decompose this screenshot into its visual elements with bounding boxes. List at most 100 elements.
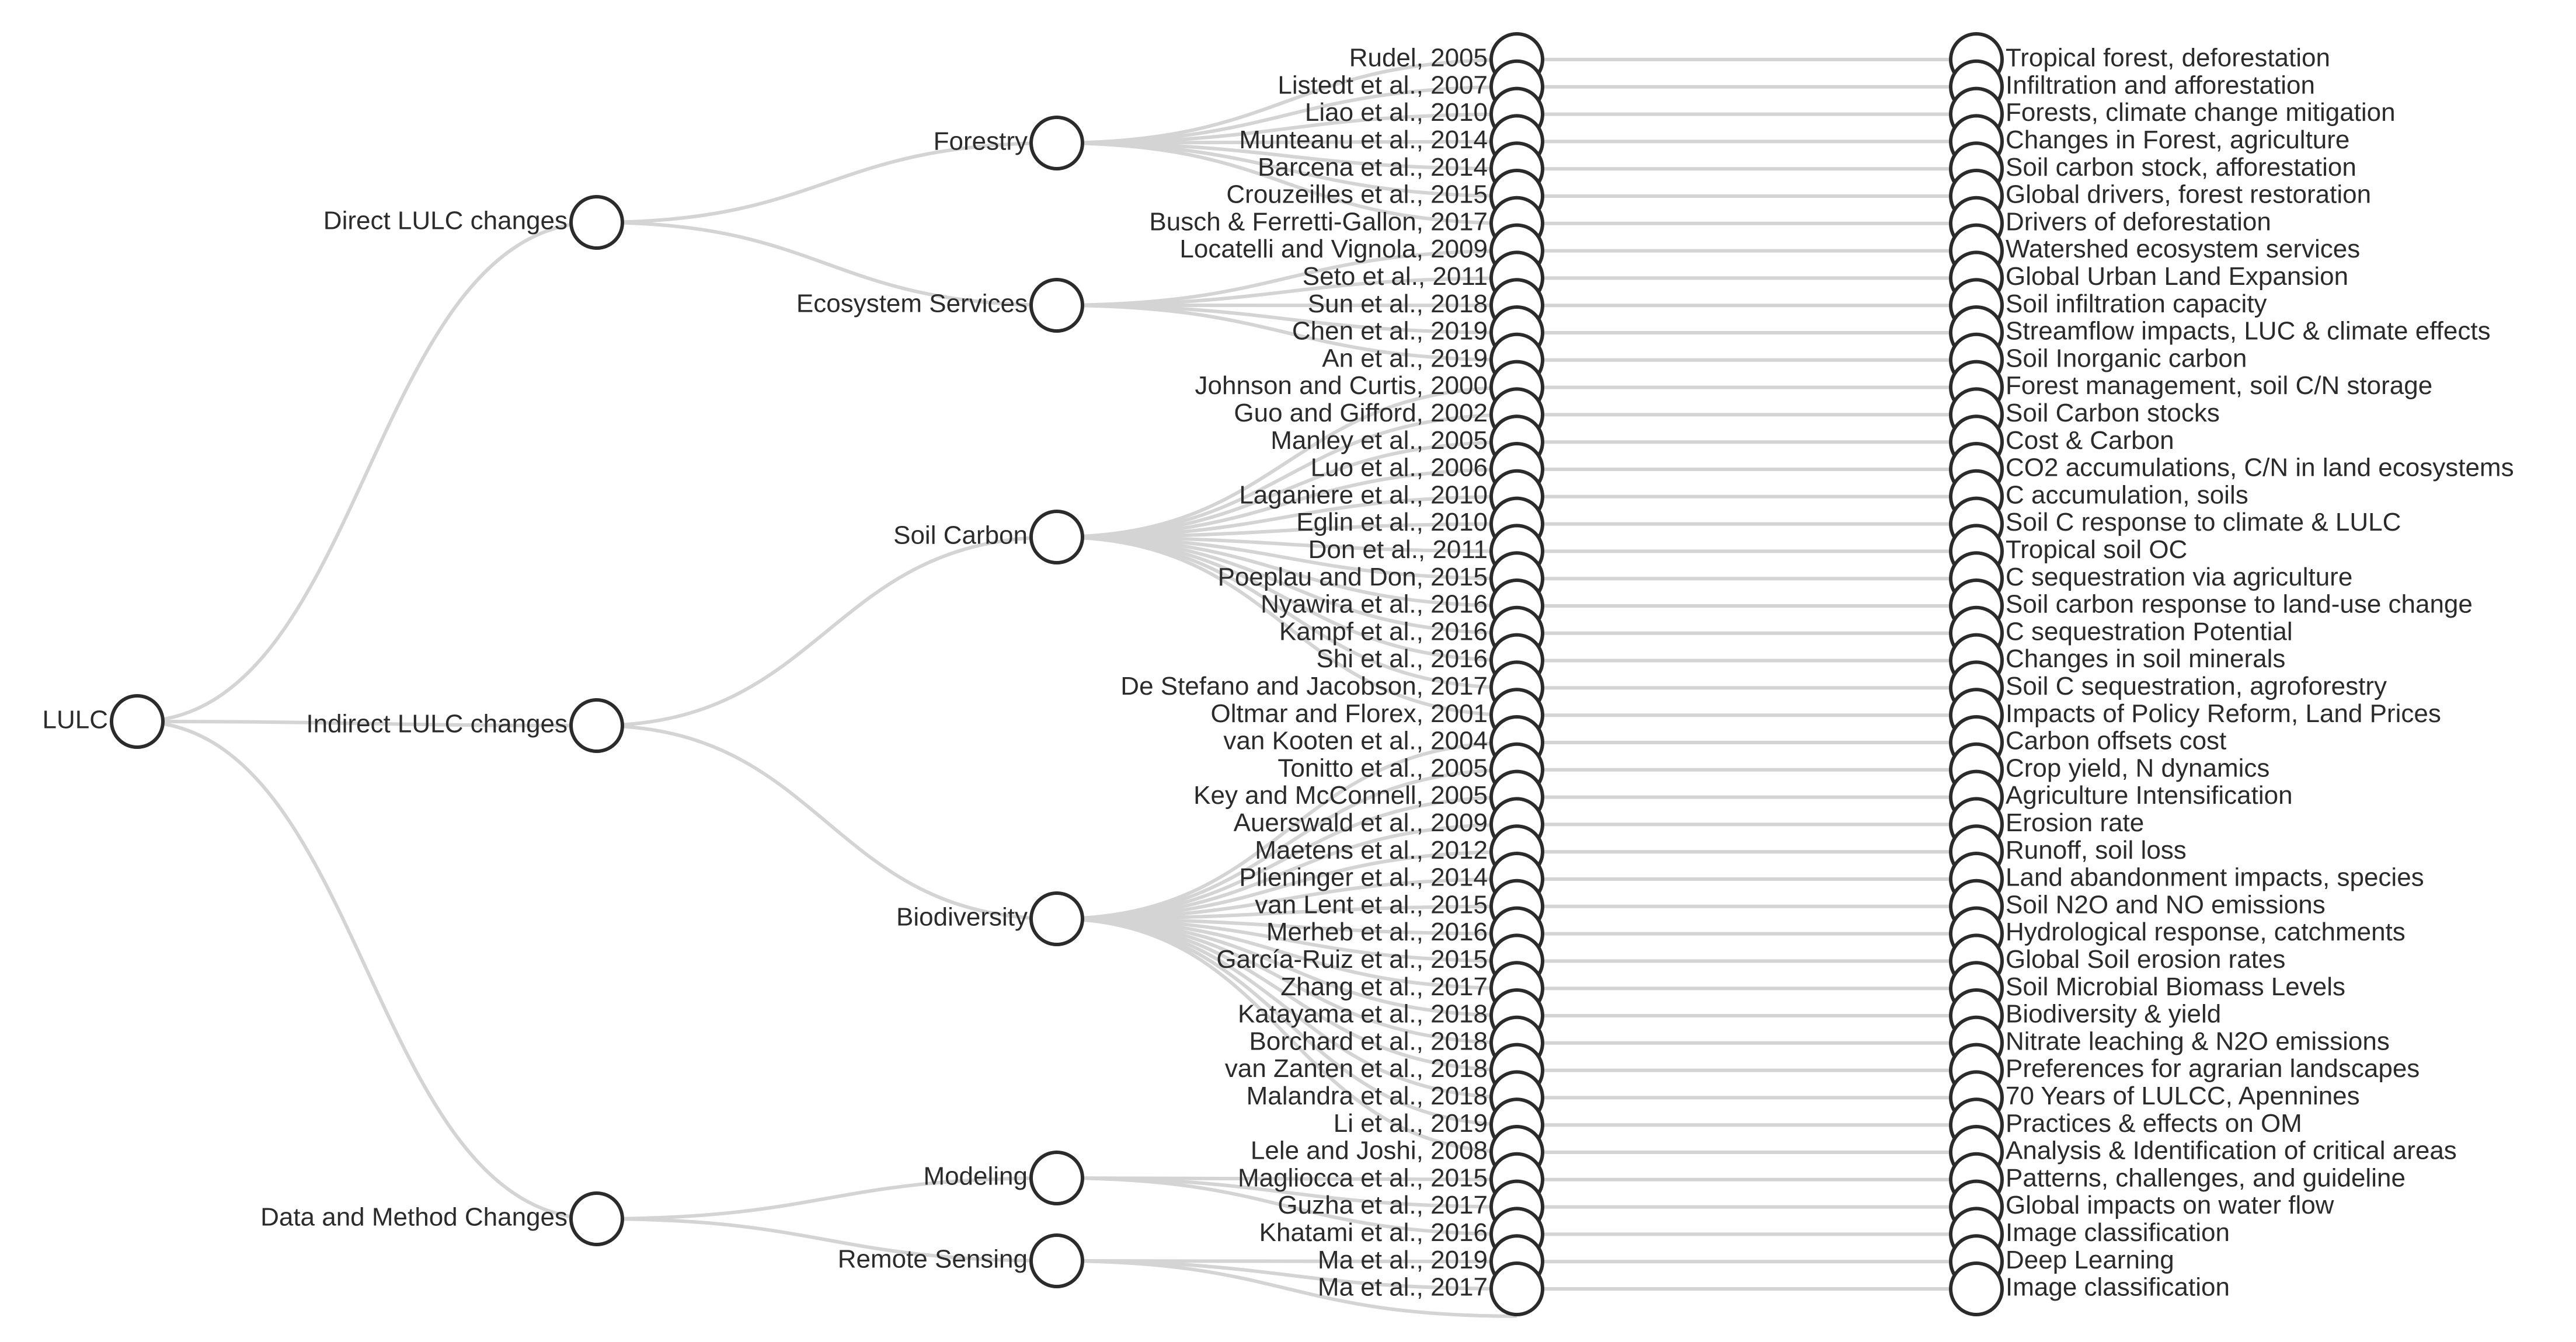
study-node-label: Oltmar and Florex, 2001 (1211, 699, 1488, 728)
study-node-label: Manley et al., 2005 (1270, 426, 1488, 455)
link-subcategory-study (1056, 917, 1517, 1154)
study-node-label: Rudel, 2005 (1349, 44, 1488, 72)
topic-node-label: Cost & Carbon (2006, 426, 2174, 455)
subcategory-node-label: Ecosystem Services (796, 290, 1028, 318)
topic-node-label: Carbon offsets cost (2006, 727, 2226, 755)
subcategory-node-label: Remote Sensing (838, 1245, 1028, 1274)
study-node-label: Malandra et al., 2018 (1247, 1082, 1488, 1110)
category-node-circle (569, 195, 624, 250)
study-node-label: Listedt et al., 2007 (1277, 71, 1488, 99)
link-subcategory-study (1056, 1176, 1517, 1236)
study-node-label: Johnson and Curtis, 2000 (1195, 371, 1488, 400)
subcategory-node: Biodiversity (896, 891, 1084, 946)
topic-node-label: Global Soil erosion rates (2006, 945, 2285, 974)
study-node-label: Maetens et al., 2012 (1255, 836, 1488, 865)
study-node-label: Plieninger et al., 2014 (1239, 863, 1488, 892)
topic-node-label: Soil C sequestration, agroforestry (2006, 672, 2387, 700)
topic-node-label: Nitrate leaching & N2O emissions (2006, 1027, 2390, 1055)
subcategory-node-circle (1029, 278, 1084, 333)
topic-node-label: Global Urban Land Expansion (2006, 262, 2348, 291)
study-node-label: van Lent et al., 2015 (1255, 890, 1488, 919)
topic-node-label: Forests, climate change mitigation (2006, 98, 2396, 127)
link-subcategory-study (1056, 1259, 1517, 1318)
category-node-label: Indirect LULC changes (306, 710, 568, 738)
subcategory-node-circle (1029, 1151, 1084, 1205)
study-node-label: Locatelli and Vignola, 2009 (1179, 235, 1488, 263)
topic-node-label: Soil Inorganic carbon (2006, 344, 2247, 372)
topic-node-label: Forest management, soil C/N storage (2006, 371, 2432, 400)
topic-node: Forest management, soil C/N storage (1949, 360, 2432, 415)
topic-node-label: Infiltration and afforestation (2006, 71, 2315, 99)
topic-node-label: Streamflow impacts, LUC & climate effect… (2006, 317, 2491, 346)
study-node-label: Chen et al., 2019 (1292, 317, 1488, 346)
subcategory-node: Modeling (923, 1151, 1084, 1205)
study-node-label: Busch & Ferretti-Gallon, 2017 (1149, 207, 1488, 236)
study-node-label: Luo et al., 2006 (1311, 454, 1488, 482)
topic-node-label: Soil Carbon stocks (2006, 399, 2220, 427)
study-node-label: De Stefano and Jacobson, 2017 (1120, 672, 1488, 700)
subcategory-node: Remote Sensing (838, 1233, 1084, 1288)
topic-node-label: Patterns, challenges, and guideline (2006, 1163, 2406, 1192)
link-subcategory-study (1056, 535, 1517, 717)
link-root-category (137, 720, 597, 1221)
link-category-subcategory (596, 724, 1057, 921)
tree-nodes: LULC Direct LULC changes ForestryEcosystem… (43, 32, 2514, 1316)
topic-node-label: Global drivers, forest restoration (2006, 180, 2371, 209)
topic-node-label: Soil carbon stock, afforestation (2006, 153, 2356, 182)
topic-node-label: 70 Years of LULCC, Apennines (2006, 1082, 2360, 1110)
topic-node: Soil carbon response to land-use change (1949, 578, 2473, 633)
study-node-label: Ma et al., 2019 (1318, 1246, 1488, 1274)
study-node-label: van Kooten et al., 2004 (1223, 727, 1488, 755)
study-node-label: Zhang et al., 2017 (1280, 972, 1488, 1001)
study-node-label: Borchard et al., 2018 (1249, 1027, 1488, 1055)
subcategory-node-label: Biodiversity (896, 903, 1028, 932)
study-node-label: Guo and Gifford, 2002 (1234, 399, 1488, 427)
topic-node: Streamflow impacts, LUC & climate effect… (1949, 305, 2491, 360)
topic-node-label: Soil carbon response to land-use change (2006, 590, 2473, 619)
subcategory-node: Soil Carbon (893, 510, 1084, 564)
study-node-label: Khatami et al., 2016 (1259, 1218, 1488, 1247)
study-node-label: van Zanten et al., 2018 (1225, 1054, 1488, 1083)
study-node-label: Don et al., 2011 (1308, 535, 1488, 564)
subcategory-node-label: Modeling (923, 1162, 1028, 1191)
study-node: Munteanu et al., 2014 (1239, 114, 1544, 169)
study-node-label: Key and McConnell, 2005 (1193, 781, 1488, 810)
topic-node-label: Changes in Forest, agriculture (2006, 126, 2349, 154)
topic-node: Image classification (1949, 1261, 2230, 1316)
study-node-label: Sun et al., 2018 (1308, 290, 1488, 318)
study-node-label: Guzha et al., 2017 (1277, 1191, 1488, 1219)
topic-node-label: Watershed ecosystem services (2006, 235, 2360, 263)
topic-node-label: Soil infiltration capacity (2006, 290, 2267, 318)
topic-node-label: Tropical soil OC (2006, 535, 2187, 564)
topic-node: Soil C sequestration, agroforestry (1949, 660, 2387, 716)
topic-node-label: Crop yield, N dynamics (2006, 754, 2269, 782)
category-node: Direct LULC changes (323, 195, 624, 250)
category-node: Indirect LULC changes (306, 698, 624, 753)
link-subcategory-study (1056, 304, 1517, 362)
subcategory-node-circle (1029, 510, 1084, 564)
subcategory-node: Forestry (934, 116, 1084, 170)
link-root-category (137, 720, 597, 727)
topic-node-label: Land abandonment impacts, species (2006, 863, 2424, 892)
subcategory-node-circle (1029, 116, 1084, 170)
category-node-circle (569, 1191, 624, 1246)
topic-node-label: Agriculture Intensification (2006, 781, 2293, 810)
topic-node-label: Soil C response to climate & LULC (2006, 508, 2401, 536)
topic-node-label: C sequestration via agriculture (2006, 563, 2352, 591)
topic-node-label: Preferences for agrarian landscapes (2006, 1054, 2420, 1083)
topic-node-label: Hydrological response, catchments (2006, 918, 2406, 946)
study-node-label: Auerswald et al., 2009 (1234, 808, 1488, 837)
topic-node-label: Image classification (2006, 1273, 2230, 1302)
study-node-label: Eglin et al., 2010 (1296, 508, 1488, 536)
link-category-subcategory (596, 221, 1057, 307)
subcategory-node-circle (1029, 1233, 1084, 1288)
root-node-label: LULC (43, 706, 109, 734)
study-node-label: Merheb et al., 2016 (1266, 918, 1488, 946)
tree-links (137, 58, 1976, 1318)
link-root-category (137, 221, 597, 723)
topic-node-label: C sequestration Potential (2006, 617, 2293, 646)
study-node-label: Seto et al., 2011 (1303, 262, 1488, 291)
topic-node-label: Global impacts on water flow (2006, 1191, 2334, 1219)
link-category-subcategory (596, 535, 1057, 727)
